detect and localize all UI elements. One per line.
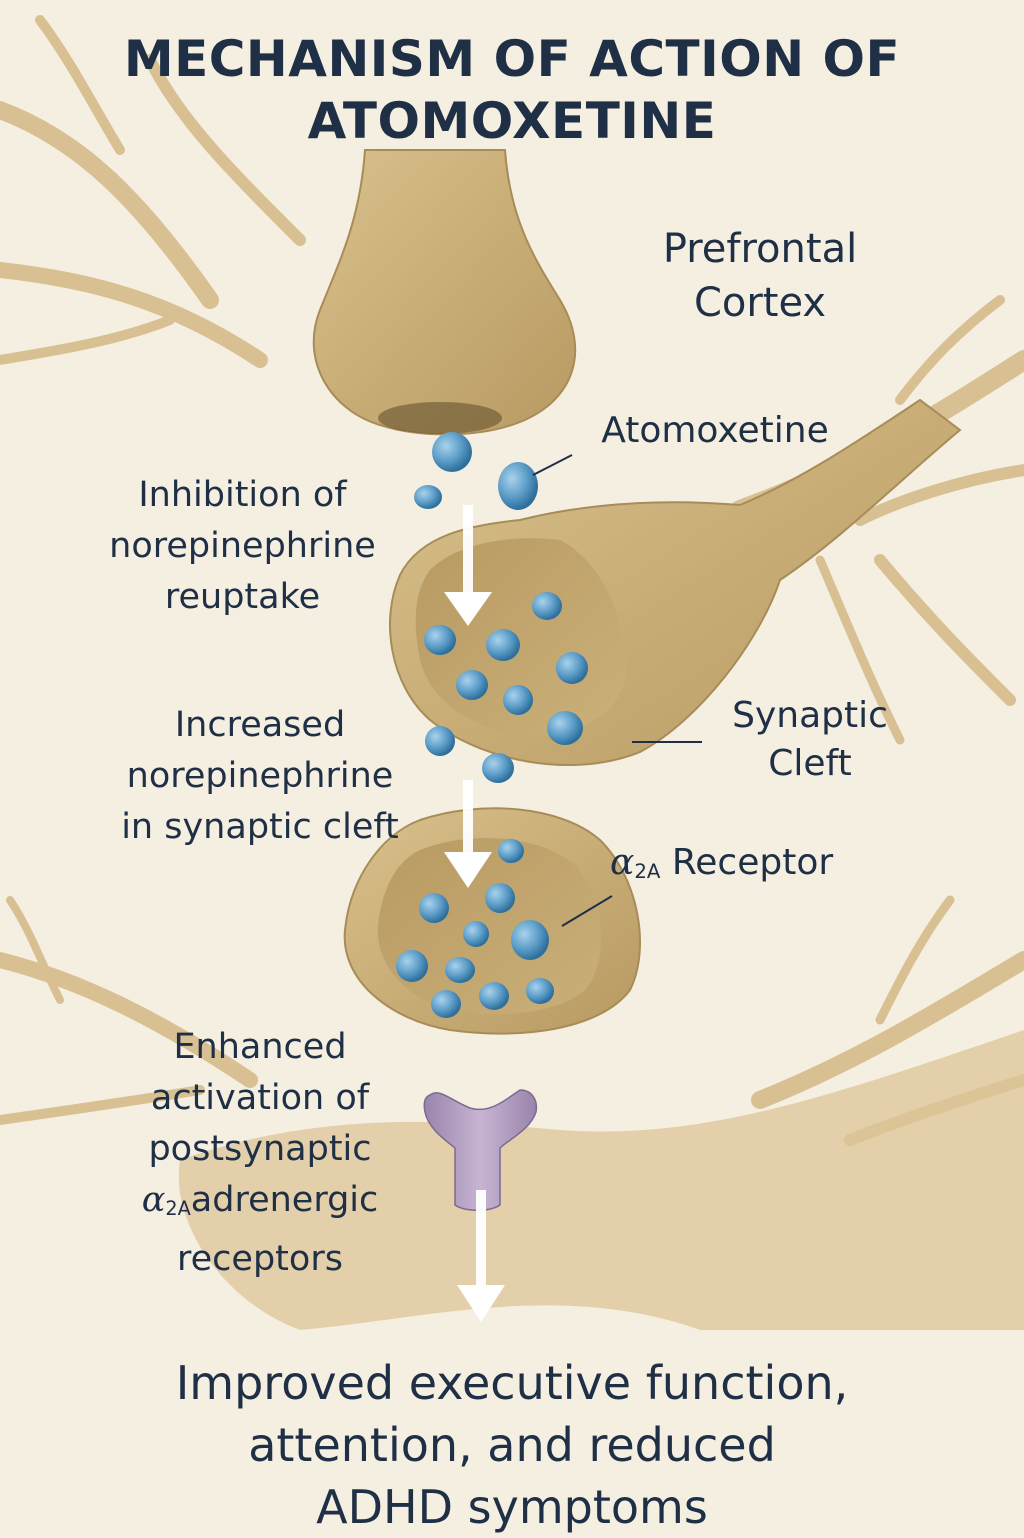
postsynaptic-neuron: [178, 1030, 1024, 1330]
step-enhanced-line-4: α2Aadrenergic: [70, 1175, 450, 1234]
synaptic-cleft-line-1: Synaptic: [732, 695, 888, 736]
step-inhibition-line-3: reuptake: [164, 577, 321, 617]
title-line-2: ATOMOXETINE: [307, 92, 717, 150]
region-line-2: Cortex: [693, 280, 827, 326]
step-increased-line-1: Increased: [174, 705, 346, 745]
region-label: Prefrontal Cortex: [600, 222, 920, 330]
outcome-line-1: Improved executive function,: [175, 1356, 849, 1410]
flow-arrows: [444, 505, 505, 1322]
receptor-text: Receptor: [660, 842, 834, 883]
step-enhanced-line-2: activation of: [150, 1078, 370, 1118]
leader-lines: [532, 454, 702, 927]
enhanced-line-4-rest: adrenergic: [190, 1180, 379, 1220]
outcome-text: Improved executive function, attention, …: [60, 1352, 964, 1538]
step-enhanced: Enhanced activation of postsynaptic α2Aa…: [70, 1022, 450, 1285]
page-title: MECHANISM OF ACTION OF ATOMOXETINE: [0, 28, 1024, 152]
step-inhibition: Inhibition of norepinephrine reuptake: [70, 470, 415, 623]
norepinephrine-vesicles: [396, 432, 588, 1018]
synaptic-cleft-line-2: Cleft: [768, 743, 852, 784]
atomoxetine-label: Atomoxetine: [601, 410, 829, 451]
step-inhibition-line-1: Inhibition of: [138, 475, 347, 515]
receptor-label: α2A Receptor: [610, 842, 930, 884]
step-inhibition-line-2: norepinephrine: [109, 526, 376, 566]
region-line-1: Prefrontal: [662, 226, 858, 272]
presynaptic-terminal: [312, 149, 577, 436]
outcome-line-3: ADHD symptoms: [316, 1480, 708, 1534]
step-enhanced-line-3: postsynaptic: [148, 1129, 372, 1169]
outcome-line-2: attention, and reduced: [248, 1418, 776, 1472]
enhanced-alpha-symbol: α: [141, 1180, 166, 1220]
step-increased-line-3: in synaptic cleft: [121, 807, 399, 847]
step-enhanced-line-5: receptors: [177, 1238, 343, 1279]
terminal-opening: [378, 402, 502, 434]
receptor-subscript: 2A: [634, 859, 661, 883]
lower-bouton-interior: [377, 838, 602, 1015]
receptor-alpha-symbol: α: [610, 842, 635, 883]
step-enhanced-line-1: Enhanced: [173, 1027, 347, 1067]
enhanced-subscript: 2A: [165, 1196, 191, 1220]
alpha-2a-receptor: [423, 1089, 538, 1211]
step-increased: Increased norepinephrine in synaptic cle…: [70, 700, 450, 853]
title-line-1: MECHANISM OF ACTION OF: [123, 30, 901, 88]
synaptic-cleft-label: Synaptic Cleft: [690, 692, 930, 788]
step-increased-line-2: norepinephrine: [126, 756, 394, 796]
